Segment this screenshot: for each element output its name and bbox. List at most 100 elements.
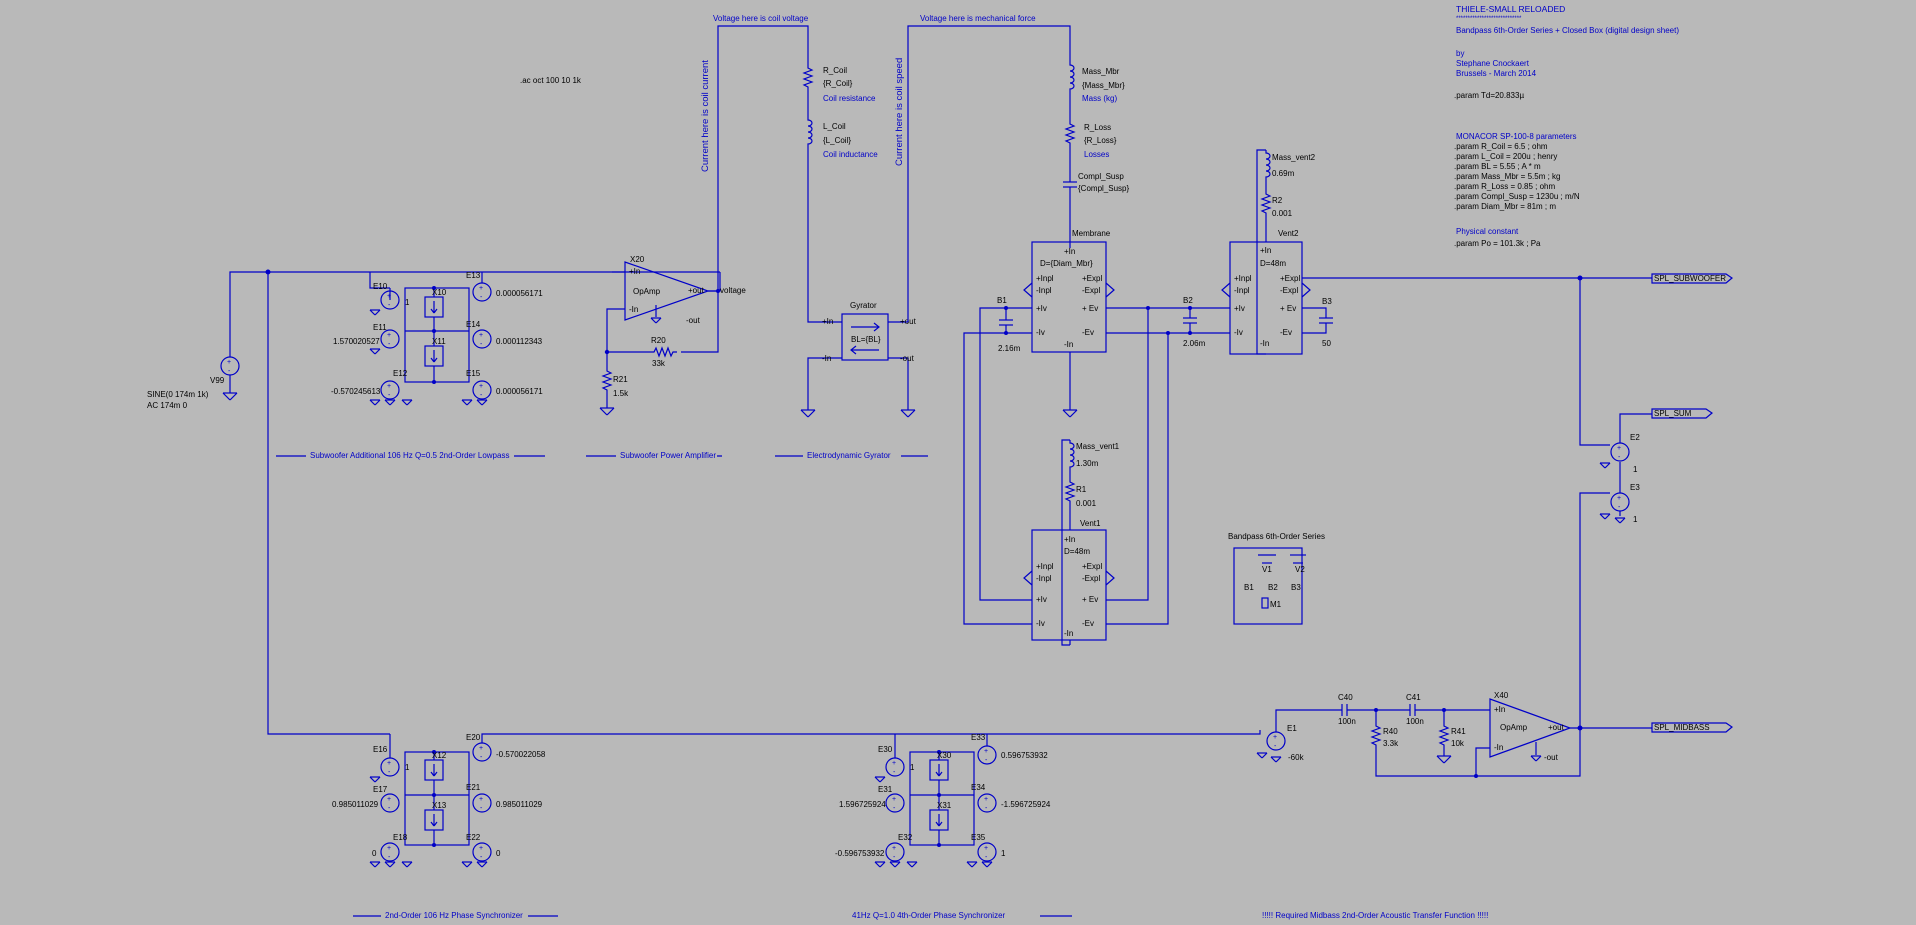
gyrator-block[interactable]: Gyrator BL={BL} +In -In +out -out [800,301,917,418]
svg-text:1: 1 [910,763,915,772]
amp-name: X20 [630,255,645,264]
amp-pin: -In [629,305,638,314]
svg-text:-0.570022058: -0.570022058 [496,750,546,759]
vent1-r-value: 0.001 [1076,499,1097,508]
pin: +In [1260,246,1271,255]
pin: +Inpl [1234,274,1252,283]
pin: -Expl [1280,286,1298,295]
note-coil-current: Current here is coil current [700,60,711,172]
svg-text:E33: E33 [971,733,986,742]
svg-text:0: 0 [496,849,501,858]
net-port-spl-subwoofer[interactable]: SPL_SUBWOOFER [1651,273,1734,284]
pin: +Expl [1082,274,1102,283]
vent1-mass-value: 1.30m [1076,459,1099,468]
lp-value: -0.570245613 [331,387,381,396]
svg-text:1: 1 [405,763,410,772]
param-line: .param BL = 5.55 ; A * m [1454,162,1541,171]
coil-rl[interactable]: R_Coil {R_Coil} Coil resistance L_Coil {… [803,63,878,323]
gyr-name: Gyrator [850,301,877,310]
mech-rlc[interactable]: Mass_Mbr {Mass_Mbr} Mass (kg) R_Loss {R_… [1063,61,1129,248]
lcoil-value: {L_Coil} [823,136,851,145]
param-line: .param R_Loss = 0.85 ; ohm [1454,182,1556,191]
lowpass-filter-block[interactable]: E10 E11 E12 E13 E14 E15 X10 X11 1 1.5700… [331,271,720,406]
b2-name: B2 [1183,296,1193,305]
pin: -Inpl [1036,574,1052,583]
r21-value: 1.5k [613,389,629,398]
note-coil-voltage: Voltage here is coil voltage [713,14,809,23]
param-td: .param Td=20.833µ [1454,91,1524,100]
lp-label: X10 [432,288,447,297]
pin: +In [1064,535,1075,544]
rcoil-name: R_Coil [823,66,847,75]
rloss-desc: Losses [1084,150,1109,159]
rcoil-value: {R_Coil} [823,79,853,88]
lp-value: 0.000056171 [496,289,543,298]
vent2-mass-value: 0.69m [1272,169,1295,178]
param-line: .param L_Coil = 200u ; henry [1454,152,1557,161]
legend-title: Bandpass 6th-Order Series [1228,532,1325,541]
lcoil-name: L_Coil [823,122,846,131]
pin: -Ev [1280,328,1292,337]
svg-text:-60k: -60k [1288,753,1305,762]
svg-text:SPL_SUBWOOFER: SPL_SUBWOOFER [1654,274,1726,283]
svg-text:E21: E21 [466,783,481,792]
params-heading: MONACOR SP-100-8 parameters [1456,132,1576,141]
svg-text:E30: E30 [878,745,893,754]
pin: -In [1064,629,1073,638]
ac-directive[interactable]: .ac oct 100 10 1k [520,76,582,85]
param-line: .param Mass_Mbr = 5.5m ; kg [1454,172,1560,181]
svg-text:1.596725924: 1.596725924 [839,800,886,809]
sync4-block[interactable]: E30 E31 E32 E33 E34 E35 X30 X31 1 1.5967… [835,733,1051,868]
membrane-block[interactable]: Membrane D={Diam_Mbr} +In +Inpl -Inpl +I… [1023,229,1115,418]
box-b1[interactable]: B1 2.16m [963,296,1032,625]
place-date: Brussels - March 2014 [1456,69,1537,78]
box-b3[interactable]: B3 50 [1302,297,1333,348]
opamp-x20[interactable]: X20 OpAmp +In -In +out -out voltage R20 … [599,255,746,416]
lp-label: E11 [373,323,387,332]
svg-text:100n: 100n [1406,717,1424,726]
vent1-name: Vent1 [1080,519,1101,528]
box-b2[interactable]: B2 2.06m [1168,296,1230,348]
section-label-lowpass: Subwoofer Additional 106 Hz Q=0.5 2nd-Or… [310,451,509,460]
vent1-r: R1 [1076,485,1087,494]
pin: +Iv [1036,595,1047,604]
pin: -In [1064,340,1073,349]
sync2-block[interactable]: E16 E17 E18 E20 E21 E22 X12 X13 1 0.9850… [332,730,1261,868]
section-label-amp: Subwoofer Power Amplifier [620,451,716,460]
pin: +In [1064,247,1075,256]
svg-text:SPL_SUM: SPL_SUM [1654,409,1692,418]
pin: -In [1260,339,1269,348]
lp-value: 1 [405,298,410,307]
b1-value: 2.16m [998,344,1021,353]
lp-label: X11 [432,337,446,346]
r20-name: R20 [651,336,666,345]
e2-gain: 1 [1633,465,1638,474]
lp-value: 0.000056171 [496,387,543,396]
gyr-pin: +In [822,317,833,326]
membrane-param: D={Diam_Mbr} [1040,259,1093,268]
source-ac: AC 174m 0 [147,401,188,410]
vent2-block[interactable]: Mass_vent2 0.69m R2 0.001 Vent2 D=48m +I… [1221,149,1316,355]
vent2-name: Vent2 [1278,229,1299,238]
sum-sources[interactable]: E2 E3 1 1 [1579,413,1652,726]
note-coil-speed: Current here is coil speed [894,58,905,166]
amp-pin: -out [686,316,701,325]
net-port-spl-midbass[interactable]: SPL_MIDBASS [1651,722,1734,733]
author: Stephane Cnockaert [1456,59,1530,68]
midbass-filter[interactable]: E1 -60k C40 100n C41 100n R40 3.3k R41 1… [1256,691,1652,778]
source-sine: SINE(0 174m 1k) [147,390,209,399]
mass-value: {Mass_Mbr} [1082,81,1125,90]
pin: -Ev [1082,619,1094,628]
note-mech-force: Voltage here is mechanical force [920,14,1036,23]
svg-text:V2: V2 [1295,565,1305,574]
svg-text:C41: C41 [1406,693,1421,702]
svg-text:E22: E22 [466,833,481,842]
compl-value: {Compl_Susp} [1078,184,1129,193]
net-port-spl-sum[interactable]: SPL_SUM [1651,408,1714,419]
voltage-source-v99[interactable]: V99 SINE(0 174m 1k) AC 174m 0 [147,271,268,410]
vent1-block[interactable]: Mass_vent1 1.30m R1 0.001 Vent1 D=48m +I… [1023,439,1120,646]
vent1-param: D=48m [1064,547,1090,556]
svg-text:E20: E20 [466,733,481,742]
pin: + Ev [1082,595,1098,604]
